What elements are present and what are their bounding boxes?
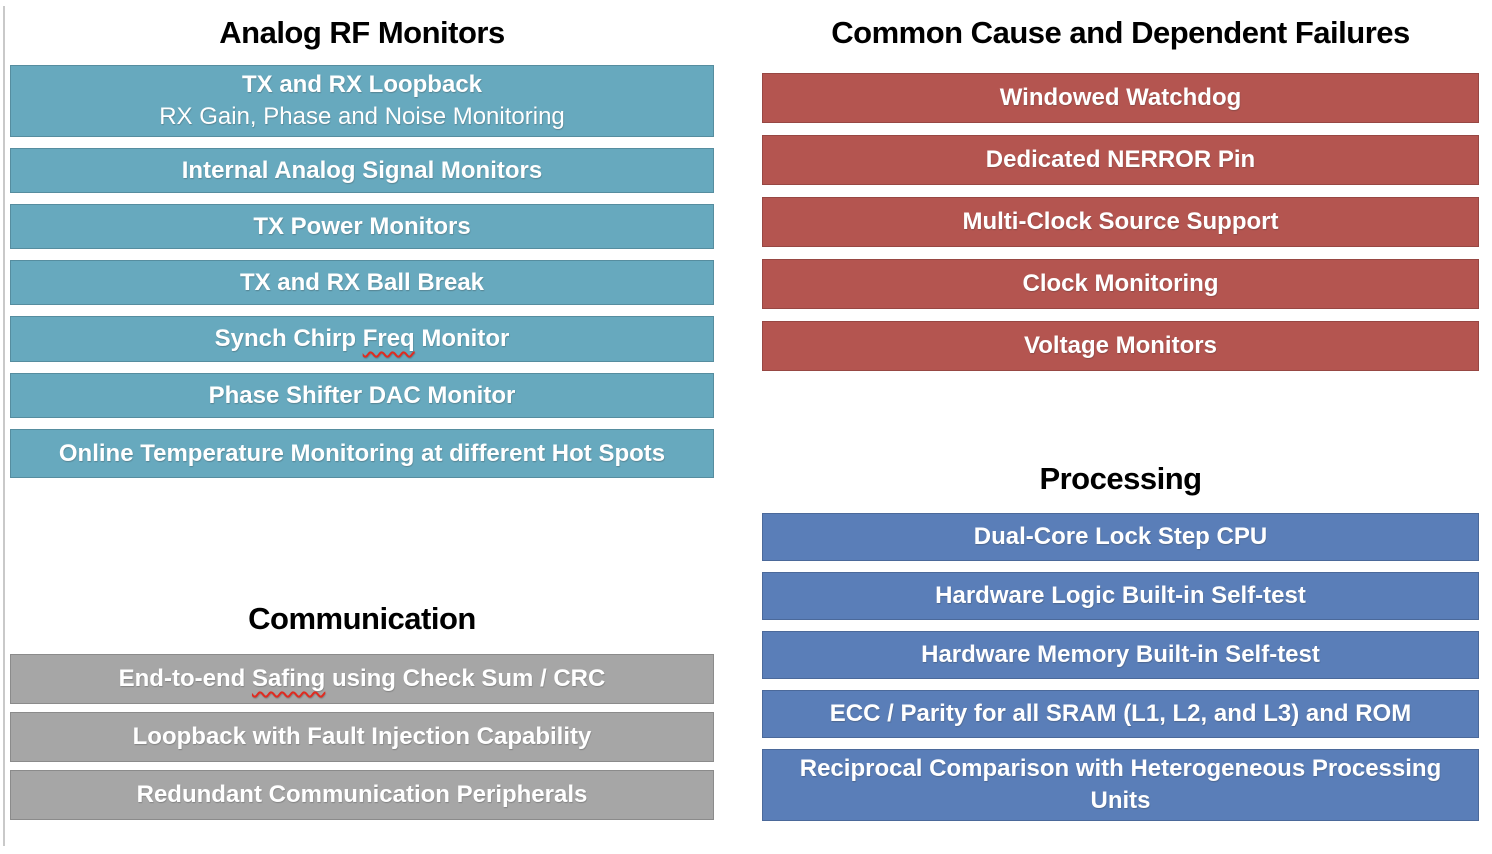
- bar-label: Multi-Clock Source Support: [962, 208, 1279, 235]
- bar-label: End-to-end Safing using Check Sum / CRC: [119, 663, 606, 695]
- bar-label: Loopback with Fault Injection Capability: [132, 723, 592, 750]
- section-common-cause-dependent-failures: Common Cause and Dependent Failures Wind…: [762, 12, 1479, 383]
- bar-synch-chirp-freq-monitor: Synch Chirp Freq Monitor: [10, 316, 714, 362]
- label-post: using Check Sum / CRC: [325, 665, 606, 692]
- bar-label: Phase Shifter DAC Monitor: [208, 381, 516, 409]
- bar-reciprocal-comparison-heterogeneous-units: Reciprocal Comparison with Heterogeneous…: [762, 749, 1479, 821]
- section-communication: Communication End-to-end Safing using Ch…: [10, 598, 714, 828]
- section-title-processing: Processing: [1039, 461, 1202, 496]
- bar-label: Voltage Monitors: [1024, 332, 1217, 359]
- bar-clock-monitoring: Clock Monitoring: [762, 259, 1479, 309]
- bar-label: Hardware Memory Built-in Self-test: [921, 641, 1320, 668]
- label-pre: Synch Chirp: [214, 325, 363, 352]
- bar-label: Dual-Core Lock Step CPU: [973, 523, 1268, 550]
- bar-label: TX Power Monitors: [253, 212, 471, 240]
- bar-label-sub: RX Gain, Phase and Noise Monitoring: [159, 103, 565, 130]
- bar-label-main: TX and RX Loopback: [241, 71, 483, 98]
- bar-label: Redundant Communication Peripherals: [136, 781, 588, 808]
- label-pre: End-to-end: [118, 665, 252, 692]
- bar-loopback-fault-injection-capability: Loopback with Fault Injection Capability: [10, 712, 714, 762]
- spellcheck-squiggle-word: Safing: [251, 665, 326, 692]
- bar-label: Clock Monitoring: [1022, 270, 1219, 297]
- bar-end-to-end-safing-checksum-crc: End-to-end Safing using Check Sum / CRC: [10, 654, 714, 704]
- label-post: Monitor: [414, 325, 510, 352]
- bar-label: ECC / Parity for all SRAM (L1, L2, and L…: [829, 700, 1412, 727]
- bar-ecc-parity-sram-rom: ECC / Parity for all SRAM (L1, L2, and L…: [762, 690, 1479, 738]
- section-title-communication: Communication: [248, 601, 476, 636]
- bar-tx-and-rx-loopback: TX and RX Loopback RX Gain, Phase and No…: [10, 65, 714, 137]
- section-analog-rf-monitors: Analog RF Monitors TX and RX Loopback RX…: [10, 12, 714, 489]
- bar-multi-clock-source-support: Multi-Clock Source Support: [762, 197, 1479, 247]
- section-title-common-cause-dependent-failures: Common Cause and Dependent Failures: [831, 15, 1410, 50]
- bar-label: Hardware Logic Built-in Self-test: [935, 582, 1306, 609]
- bar-redundant-communication-peripherals: Redundant Communication Peripherals: [10, 770, 714, 820]
- bar-label: TX and RX Ball Break: [239, 268, 485, 296]
- bar-label: Windowed Watchdog: [999, 84, 1242, 111]
- bar-label: Dedicated NERROR Pin: [985, 146, 1256, 173]
- bar-hardware-logic-built-in-self-test: Hardware Logic Built-in Self-test: [762, 572, 1479, 620]
- bar-online-temperature-monitoring: Online Temperature Monitoring at differe…: [10, 429, 714, 478]
- bar-voltage-monitors: Voltage Monitors: [762, 321, 1479, 371]
- bar-hardware-memory-built-in-self-test: Hardware Memory Built-in Self-test: [762, 631, 1479, 679]
- section-processing: Processing Dual-Core Lock Step CPU Hardw…: [762, 458, 1479, 832]
- bar-dual-core-lock-step-cpu: Dual-Core Lock Step CPU: [762, 513, 1479, 561]
- bar-tx-and-rx-ball-break: TX and RX Ball Break: [10, 260, 714, 305]
- bar-label: Synch Chirp Freq Monitor: [215, 323, 510, 355]
- bar-dedicated-nerror-pin: Dedicated NERROR Pin: [762, 135, 1479, 185]
- bar-internal-analog-signal-monitors: Internal Analog Signal Monitors: [10, 148, 714, 193]
- spellcheck-squiggle-word: Freq: [362, 325, 415, 352]
- bar-tx-power-monitors: TX Power Monitors: [10, 204, 714, 249]
- bar-label: Online Temperature Monitoring at differe…: [58, 439, 666, 467]
- bar-label-line2: Units: [1090, 787, 1151, 814]
- bar-label: Internal Analog Signal Monitors: [181, 156, 543, 184]
- bar-windowed-watchdog: Windowed Watchdog: [762, 73, 1479, 123]
- slide-left-border: [3, 6, 5, 846]
- section-title-analog-rf-monitors: Analog RF Monitors: [219, 15, 505, 50]
- bar-label-line1: Reciprocal Comparison with Heterogeneous…: [799, 755, 1442, 782]
- bar-phase-shifter-dac-monitor: Phase Shifter DAC Monitor: [10, 373, 714, 418]
